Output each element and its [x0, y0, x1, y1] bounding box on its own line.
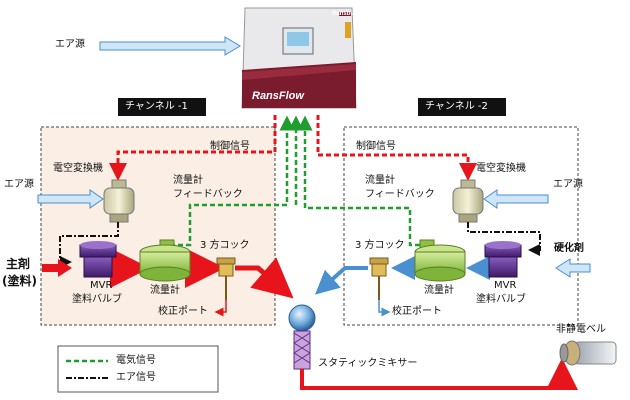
fluid-line-ch1-c — [235, 257, 294, 299]
three-way-cock-icon — [369, 257, 389, 300]
air-source-label-ch1: エア源 — [4, 179, 34, 190]
flowmeter-icon — [139, 239, 191, 282]
main-agent-label-1: 主剤 — [6, 257, 31, 271]
mvr-valve-icon — [79, 241, 117, 278]
flowmeter-label-1: 流量計 — [150, 285, 180, 296]
device-brand-label: Ransburg — [332, 11, 360, 17]
bell-applicator-icon — [559, 340, 617, 366]
fluid-line-ch2-c — [315, 266, 368, 295]
ep-converter-label-1: 電空変換機 — [53, 163, 103, 174]
flowmeter-feedback-label-2a: 流量計 — [365, 175, 395, 186]
channel-2-label-bg — [418, 98, 506, 116]
legend-electric-label: 電気信号 — [116, 355, 156, 366]
ep-converter-label-2: 電空変換機 — [476, 163, 526, 174]
static-mixer-icon — [293, 330, 311, 370]
flowmeter-label-2: 流量計 — [424, 285, 454, 296]
mvr-label-1a: MVR — [90, 280, 113, 291]
mvr-label-1b: 塗料バルブ — [72, 294, 122, 305]
control-signal-label-1: 制御信号 — [210, 141, 250, 152]
flowmeter-feedback-label-2b: フィードバック — [365, 189, 435, 200]
air-signal-line-1 — [59, 222, 119, 268]
mixed-fluid-line — [300, 358, 578, 390]
control-signal-line-2 — [316, 115, 477, 181]
control-signal-label-2: 制御信号 — [356, 141, 396, 152]
three-way-cock-label-2: 3 方コック — [355, 240, 405, 251]
air-signal-line-2 — [467, 222, 541, 256]
device-name-label: RansFlow — [252, 90, 305, 102]
air-source-label-ch2: エア源 — [553, 179, 583, 190]
legend-box — [57, 345, 219, 393]
calibration-port-line-1 — [214, 300, 227, 317]
static-mixer-label: スタティックミキサー — [318, 358, 418, 369]
air-source-arrow-ch2 — [483, 189, 549, 209]
flowmeter-feedback-label-1b: フィードバック — [173, 189, 243, 200]
mixer-ball-icon — [288, 304, 316, 332]
air-source-arrow-top — [99, 36, 241, 56]
channel-1-box — [40, 126, 276, 326]
main-agent-label-2: (塗料) — [2, 274, 37, 288]
flowmeter-icon — [414, 239, 466, 282]
calibration-port-line-2 — [378, 300, 391, 317]
electric-signal-line-1 — [170, 115, 295, 247]
three-way-cock-label-1: 3 方コック — [200, 240, 250, 251]
three-way-cock-icon — [216, 257, 236, 300]
main-agent-flow-arrow — [42, 259, 72, 277]
channel-1-label-bg — [118, 98, 206, 116]
channel-2-box — [343, 126, 579, 326]
calibration-port-label-2: 校正ポート — [392, 306, 442, 317]
legend-air-label: エア信号 — [116, 372, 156, 383]
calibration-port-label-1: 校正ポート — [158, 306, 208, 317]
air-source-label-top: エア源 — [55, 39, 85, 50]
air-source-arrow-ch1 — [37, 189, 104, 209]
channel-1-label: チャンネル -1 — [125, 101, 188, 112]
mvr-label-2a: MVR — [494, 280, 517, 291]
ep-converter-icon — [103, 179, 135, 223]
non-electrostatic-bell-label: 非静電ベル — [556, 324, 606, 335]
mvr-label-2b: 塗料バルブ — [476, 294, 526, 305]
controller-device-icon — [241, 7, 357, 109]
hardener-flow-arrow — [555, 258, 591, 278]
control-signal-line-1 — [109, 115, 277, 181]
mvr-valve-icon — [484, 241, 522, 278]
flowmeter-feedback-label-1a: 流量計 — [173, 175, 203, 186]
hardener-label: 硬化剤 — [554, 243, 584, 254]
channel-2-label: チャンネル -2 — [425, 101, 488, 112]
ep-converter-icon — [452, 179, 484, 223]
